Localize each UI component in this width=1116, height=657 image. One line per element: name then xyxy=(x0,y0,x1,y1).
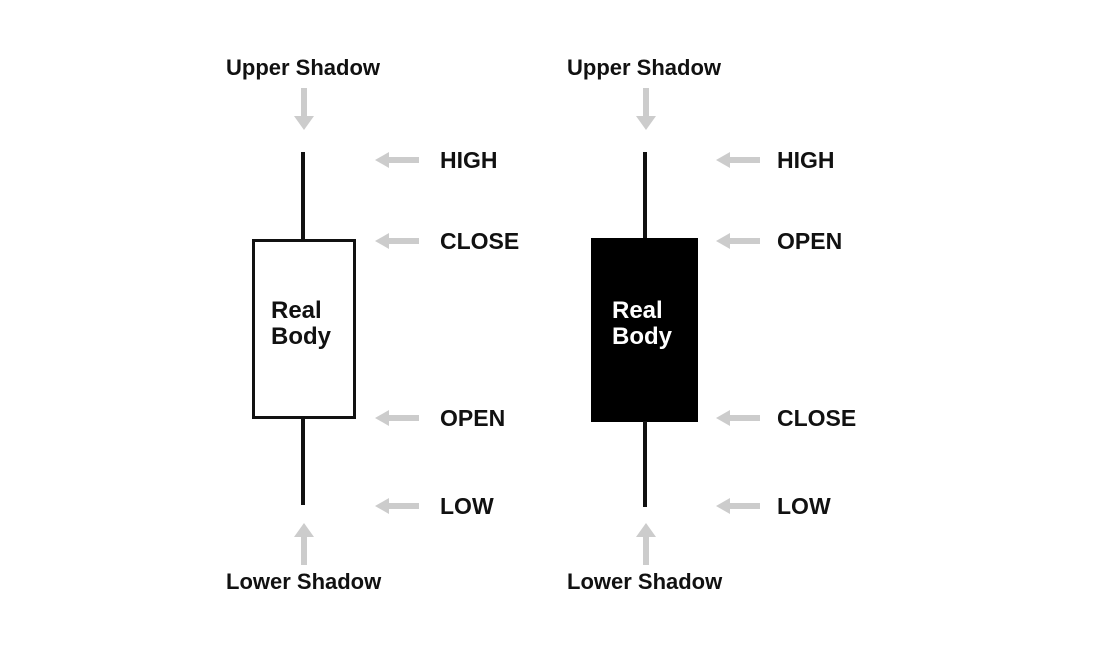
arrow-up-icon xyxy=(636,523,656,565)
price-label-close: CLOSE xyxy=(440,228,520,254)
arrow-left-icon xyxy=(716,498,760,514)
arrow-left-icon xyxy=(716,152,760,168)
real-body-label: Real Body xyxy=(271,298,331,350)
real-body-white xyxy=(252,239,356,419)
price-label-open: OPEN xyxy=(777,228,843,254)
real-body-label-line2: Body xyxy=(271,323,331,350)
lower-shadow-label: Lower Shadow xyxy=(567,569,723,594)
arrow-left-icon xyxy=(375,152,419,168)
arrow-left-icon xyxy=(716,233,760,249)
arrow-left-icon xyxy=(375,233,419,249)
arrow-down-icon xyxy=(294,88,314,130)
price-label-close: CLOSE xyxy=(777,405,857,431)
real-body-black xyxy=(591,238,698,422)
arrow-left-icon xyxy=(375,498,419,514)
lower-shadow-label: Lower Shadow xyxy=(226,569,382,594)
price-label-low: LOW xyxy=(777,493,831,519)
real-body-label-line1: Real xyxy=(612,297,663,324)
price-label-high: HIGH xyxy=(440,147,498,173)
lower-shadow-wick xyxy=(301,419,305,505)
real-body-label: Real Body xyxy=(612,298,672,350)
upper-shadow-label: Upper Shadow xyxy=(567,55,722,80)
arrow-left-icon xyxy=(716,410,760,426)
lower-shadow-wick xyxy=(643,421,647,507)
price-label-open: OPEN xyxy=(440,405,506,431)
arrow-left-icon xyxy=(375,410,419,426)
real-body-label-line2: Body xyxy=(612,323,672,350)
arrow-up-icon xyxy=(294,523,314,565)
real-body-label-line1: Real xyxy=(271,297,322,324)
upper-shadow-wick xyxy=(301,152,305,240)
upper-shadow-label: Upper Shadow xyxy=(226,55,381,80)
price-label-low: LOW xyxy=(440,493,494,519)
arrow-down-icon xyxy=(636,88,656,130)
price-label-high: HIGH xyxy=(777,147,835,173)
upper-shadow-wick xyxy=(643,152,647,240)
